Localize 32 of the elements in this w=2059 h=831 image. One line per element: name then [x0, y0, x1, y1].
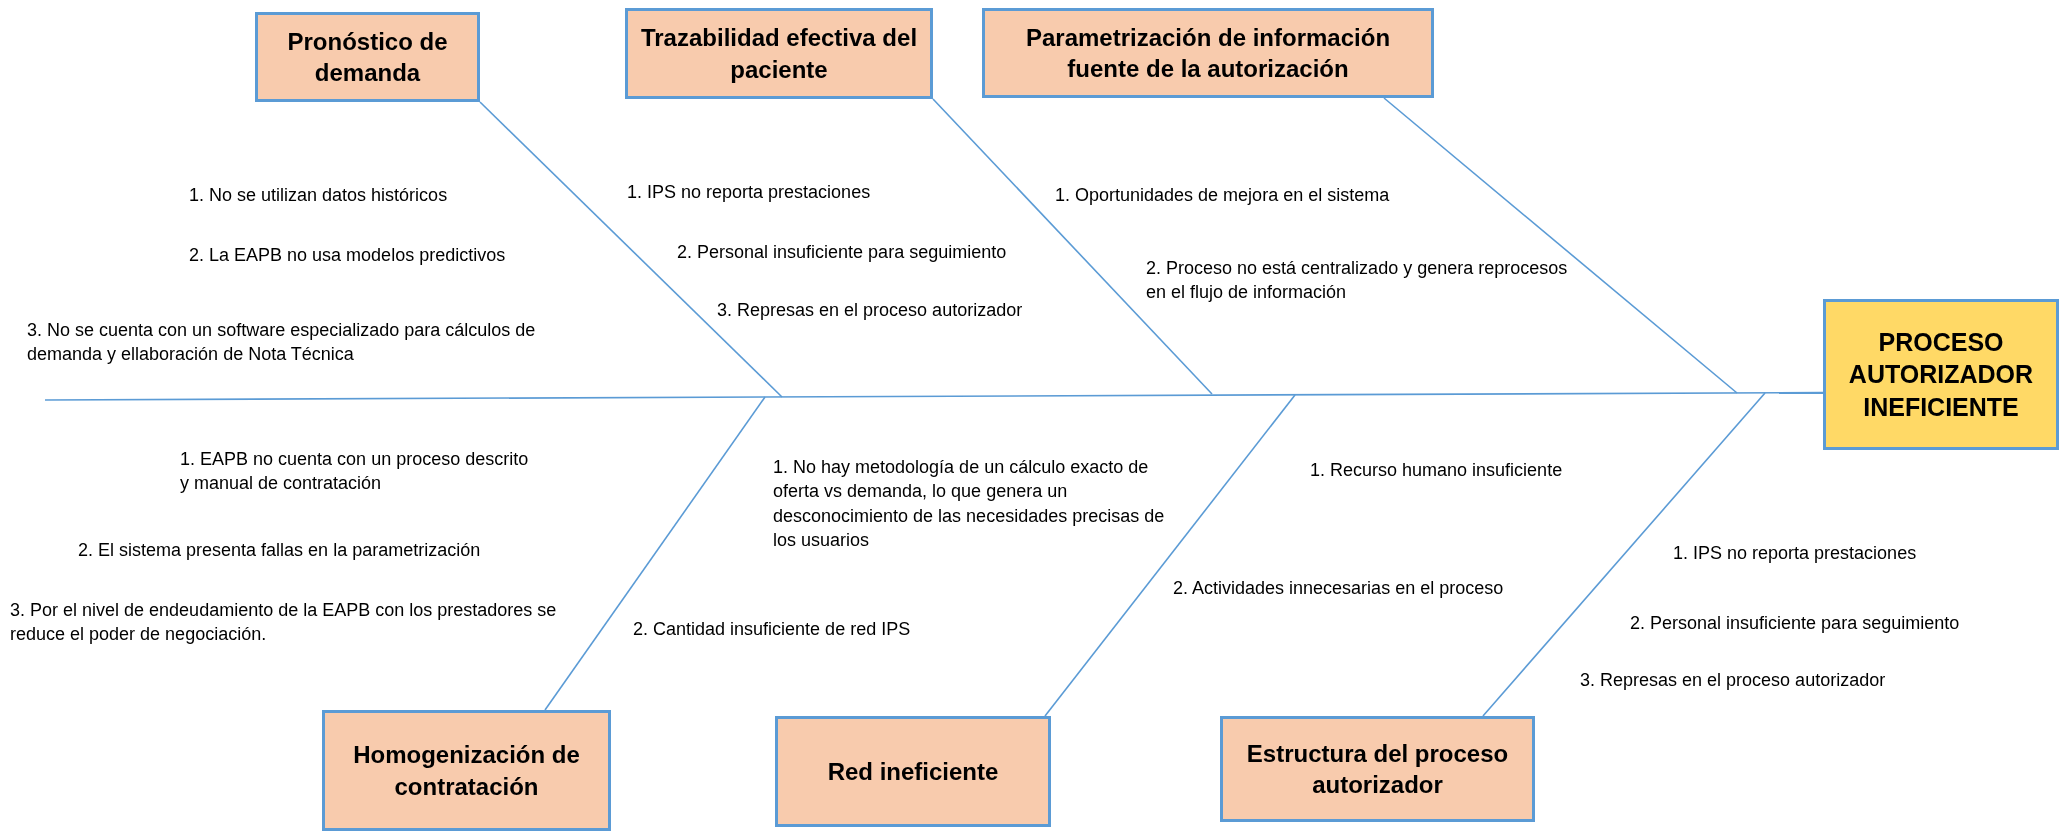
cause-text: 3. No se cuenta con un software especializado para cálculos de demanda y ellaboración de Nota Técnica [27, 319, 537, 367]
category-box: Red ineficiente [775, 716, 1051, 827]
cause-text: 2. El sistema presenta fallas en la parametrización [78, 539, 482, 562]
cause-text: 1. Oportunidades de mejora en el sistema [1055, 184, 1391, 207]
cause-text: 1. No hay metodología de un cálculo exacto de oferta vs demanda, lo que genera un desconocimiento de las necesidades precisas de los usuarios [773, 456, 1166, 552]
bone-line [1482, 392, 1766, 717]
cause-text: 1. Recurso humano insuficiente [1310, 459, 1564, 482]
category-box: Estructura del proceso autorizador [1220, 716, 1535, 822]
cause-text: 2. Proceso no está centralizado y genera reprocesos en el flujo de información [1146, 257, 1569, 305]
cause-text: 2. Actividades innecesarias en el proceso [1173, 577, 1505, 600]
bone-line [932, 98, 1213, 395]
cause-text: 1. IPS no reporta prestaciones [1673, 542, 1918, 565]
problem-box: PROCESO AUTORIZADOR INEFICIENTE [1823, 299, 2059, 450]
bone-line [544, 396, 766, 711]
bone-line [479, 101, 783, 398]
cause-text: 1. EAPB no cuenta con un proceso descrito y manual de contratación [180, 448, 530, 496]
cause-text: 3. Represas en el proceso autorizador [717, 299, 1024, 322]
cause-text: 2. Personal insuficiente para seguimiento [677, 241, 1008, 264]
category-box: Pronóstico de demanda [255, 12, 480, 102]
cause-text: 2. La EAPB no usa modelos predictivos [189, 244, 507, 267]
cause-text: 3. Por el nivel de endeudamiento de la EAPB con los prestadores se reduce el poder de negociación. [10, 599, 558, 647]
cause-text: 3. Represas en el proceso autorizador [1580, 669, 1887, 692]
cause-text: 1. IPS no reporta prestaciones [627, 181, 872, 204]
bone-line [1044, 394, 1296, 717]
category-box: Homogenización de contratación [322, 710, 611, 831]
category-box: Parametrización de información fuente de la autorización [982, 8, 1434, 98]
bone-line [1383, 97, 1738, 394]
cause-text: 2. Personal insuficiente para seguimiento [1630, 612, 1961, 635]
cause-text: 1. No se utilizan datos históricos [189, 184, 449, 207]
spine-line [44, 391, 1824, 401]
category-box: Trazabilidad efectiva del paciente [625, 8, 933, 99]
cause-text: 2. Cantidad insuficiente de red IPS [633, 618, 912, 641]
